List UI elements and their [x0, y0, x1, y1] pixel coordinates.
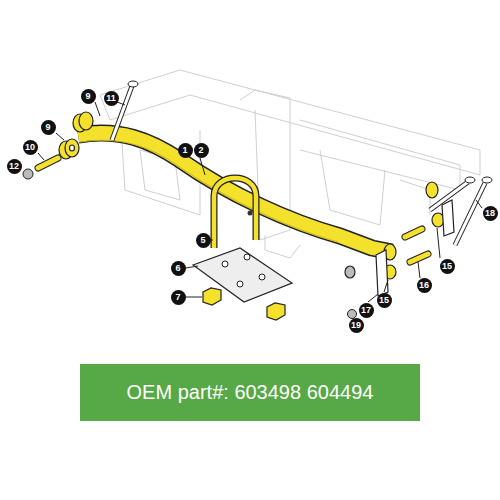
spring-outline: [78, 133, 392, 252]
callout-number: 1: [178, 143, 193, 158]
callout-number: 19: [349, 318, 364, 333]
callout-number: 15: [377, 293, 392, 308]
bushings-right: [345, 182, 444, 279]
leaf-spring: [78, 133, 392, 252]
callout-number: 9: [81, 89, 96, 104]
part-number-banner: OEM part#: 603498 604494: [80, 364, 420, 421]
plate-holes: [222, 254, 265, 287]
callout-number: 10: [23, 140, 38, 155]
callout-number: 17: [359, 303, 374, 318]
pins: [405, 229, 428, 262]
callout-number: 6: [171, 261, 186, 276]
bushings-left: [59, 112, 93, 159]
bolt: [112, 81, 138, 140]
callout-number: 11: [104, 91, 119, 106]
callout-number: 16: [417, 278, 432, 293]
leader-lines: [38, 102, 482, 302]
callout-number: 5: [196, 233, 211, 248]
callout-number: 9: [41, 120, 56, 135]
callout-number: 2: [194, 143, 209, 158]
callout-number: 7: [171, 290, 186, 305]
chassis-outline: [100, 70, 480, 258]
callout-number: 12: [7, 159, 22, 174]
shackle: [442, 200, 454, 236]
nut: [23, 169, 33, 179]
callout-number: 18: [483, 206, 498, 221]
callout-number: 15: [440, 259, 455, 274]
pin: [38, 158, 58, 168]
part-number-text: OEM part#: 603498 604494: [127, 381, 374, 404]
u-bolt: [214, 178, 256, 248]
shackle: [376, 250, 388, 296]
center-bolt: [248, 211, 253, 216]
nuts: [203, 288, 285, 320]
spring-leaf-line: [80, 140, 338, 242]
